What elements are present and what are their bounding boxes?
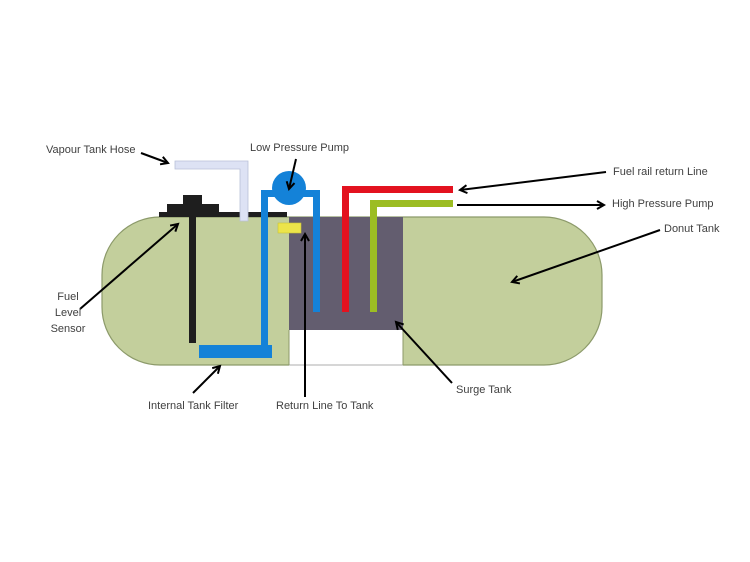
label-donut-tank: Donut Tank bbox=[664, 223, 720, 235]
label-fuel-level-sensor-line-1: Fuel bbox=[57, 291, 79, 303]
label-high-pressure-pump: High Pressure Pump bbox=[612, 198, 714, 210]
label-internal-tank-filter: Internal Tank Filter bbox=[148, 400, 239, 412]
fuel-level-sensor-rod bbox=[189, 213, 196, 343]
label-fuel-rail-return-line: Fuel rail return Line bbox=[613, 166, 708, 178]
arrow-fuel-level-sensor bbox=[79, 224, 178, 310]
label-fuel-level-sensor-line-2: Level bbox=[54, 307, 82, 319]
internal-tank-filter bbox=[199, 345, 272, 358]
arrow-low-pressure-pump bbox=[289, 158, 297, 189]
label-surge-tank: Surge Tank bbox=[456, 384, 512, 396]
label-return-line-to-tank: Return Line To Tank bbox=[276, 400, 374, 412]
arrow-surge-tank bbox=[396, 322, 453, 384]
surge-tank-cutout bbox=[289, 330, 403, 366]
label-vapour-tank-hose: Vapour Tank Hose bbox=[46, 144, 136, 156]
label-low-pressure-pump: Low Pressure Pump bbox=[250, 142, 350, 154]
fuel-level-sensor-cap bbox=[183, 195, 202, 205]
arrow-internal-tank-filter bbox=[192, 366, 220, 394]
label-fuel-level-sensor: Fuel Level Sensor bbox=[48, 289, 88, 337]
low-pressure-pipe bbox=[261, 190, 320, 347]
return-line-block bbox=[277, 222, 302, 234]
arrow-vapour-tank-hose bbox=[140, 152, 168, 163]
vapour-tank-hose bbox=[174, 160, 249, 222]
fuel-level-sensor-flange bbox=[167, 204, 219, 213]
fuel-level-sensor-plate bbox=[159, 212, 287, 217]
arrow-donut-tank bbox=[512, 229, 661, 282]
arrow-fuel-rail-return bbox=[460, 171, 607, 190]
label-fuel-level-sensor-line-3: Sensor bbox=[50, 323, 86, 335]
